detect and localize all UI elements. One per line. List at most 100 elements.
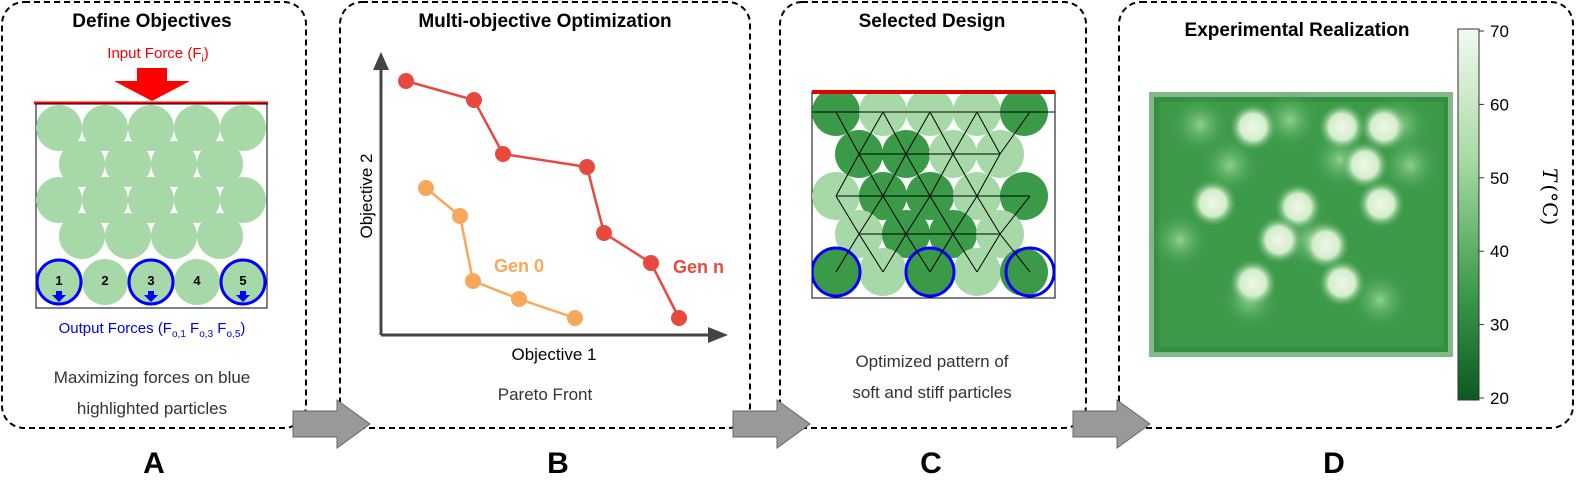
hot-particle	[1255, 216, 1303, 264]
y-axis-arrowhead	[373, 52, 389, 70]
colorbar-tick-label: 60	[1490, 95, 1509, 114]
truss-member	[905, 195, 931, 235]
highlighted-particle-ring	[812, 246, 862, 298]
pareto-point	[398, 73, 414, 89]
flow-arrow-a-b	[292, 399, 371, 449]
input-force-arrow	[114, 68, 190, 101]
hot-particle	[1357, 180, 1405, 228]
truss-member	[905, 111, 931, 155]
colorbar-tick-label: 30	[1490, 316, 1509, 335]
flow-arrow-b-c	[732, 399, 811, 449]
flow-arrow-c-d	[1072, 399, 1151, 449]
pareto-point	[495, 146, 511, 162]
colorbar-label: T(°C)	[1538, 168, 1562, 225]
panel-frame-c	[779, 1, 1087, 429]
soft-particle	[220, 259, 266, 305]
colorbar-tick-label: 70	[1490, 22, 1509, 41]
soft-particle	[859, 92, 907, 136]
soft-particle	[174, 259, 220, 305]
truss-member	[858, 233, 884, 273]
colorbar-tick-label: 50	[1490, 169, 1509, 188]
truss-member	[999, 195, 1031, 235]
output-forces-label: Output Forces (Fo,1 Fo,3 Fo,5)	[59, 320, 246, 340]
soft-particle	[906, 92, 954, 136]
pareto-point	[511, 291, 527, 307]
panel-b-title: Multi-objective Optimization	[418, 11, 671, 32]
pareto-point	[643, 255, 659, 271]
panel-letter-c: C	[920, 447, 942, 480]
highlighted-particle-ring	[36, 258, 83, 306]
panel-a-title: Define Objectives	[72, 11, 231, 32]
soft-particle	[174, 177, 220, 223]
input-force-label: Input Force (Fi)	[107, 45, 208, 65]
soft-particle	[105, 213, 151, 259]
truss-member	[882, 111, 907, 155]
pareto-point	[671, 310, 687, 326]
stiff-particle	[1000, 92, 1048, 136]
soft-particle	[151, 141, 197, 187]
panel-a-caption-1: Maximizing forces on blue	[54, 368, 251, 387]
pareto-line	[425, 187, 576, 320]
soft-particle	[220, 105, 266, 151]
soft-particle	[220, 177, 266, 223]
panel-b-plot: Objective 1 Objective 2 Gen 0 Gen n Pare…	[357, 52, 728, 404]
soft-particle	[59, 213, 105, 259]
truss-member	[882, 195, 907, 235]
panel-a-caption-2: highlighted particles	[77, 399, 227, 418]
truss-member	[905, 153, 931, 197]
colorbar-tick-label: 40	[1490, 242, 1509, 261]
output-force-arrow	[144, 291, 158, 302]
soft-particle	[197, 213, 243, 259]
colorbar: 70 60 50 40 30 20 T(°C)	[1457, 22, 1562, 408]
truss-member	[999, 111, 1031, 155]
x-axis-label: Objective 1	[511, 345, 596, 364]
soft-particle	[82, 105, 128, 151]
truss-member	[858, 153, 884, 197]
warm-spot	[1380, 135, 1440, 195]
soft-particle	[197, 141, 243, 187]
truss-member	[999, 233, 1031, 273]
stiff-particle	[1000, 248, 1048, 296]
truss-member	[976, 153, 1001, 197]
truss-member	[976, 111, 1001, 155]
legend-gen-n: Gen n	[673, 257, 724, 277]
pareto-line	[405, 79, 681, 319]
particle-grid-c	[812, 92, 1055, 298]
hot-particle	[1341, 141, 1389, 189]
particle-number: 1	[55, 273, 62, 288]
truss-member	[929, 233, 954, 273]
panel-c-title: Selected Design	[859, 11, 1006, 32]
truss-member	[858, 195, 884, 235]
pareto-point	[452, 208, 468, 224]
thermal-image	[1149, 90, 1453, 357]
pareto-series	[398, 73, 687, 326]
warm-spot	[1150, 210, 1210, 270]
truss-member	[929, 195, 954, 235]
soft-particle	[36, 105, 82, 151]
particle-number: 3	[147, 273, 154, 288]
panel-letter-b: B	[547, 447, 569, 480]
panel-letter-a: A	[143, 447, 165, 480]
soft-particle	[128, 177, 174, 223]
pareto-point	[579, 159, 595, 175]
particle-number: 5	[239, 273, 246, 288]
truss-member	[858, 111, 884, 155]
highlighted-particle-ring	[127, 258, 175, 306]
truss-member	[929, 153, 954, 197]
panel-frame-b	[339, 1, 751, 429]
truss-member	[952, 233, 978, 273]
stiff-particle	[812, 92, 860, 136]
highlighted-particle-ring	[904, 246, 956, 298]
soft-particle	[82, 259, 128, 305]
hot-particle	[1302, 221, 1350, 269]
truss-member	[835, 195, 860, 235]
colorbar-tick-label: 20	[1490, 389, 1509, 408]
truss-member	[835, 233, 860, 273]
truss-member	[929, 111, 954, 155]
panel-c-caption-2: soft and stiff particles	[852, 383, 1011, 402]
soft-particle	[128, 105, 174, 151]
particle-number: 4	[193, 273, 201, 288]
soft-particle	[36, 177, 82, 223]
